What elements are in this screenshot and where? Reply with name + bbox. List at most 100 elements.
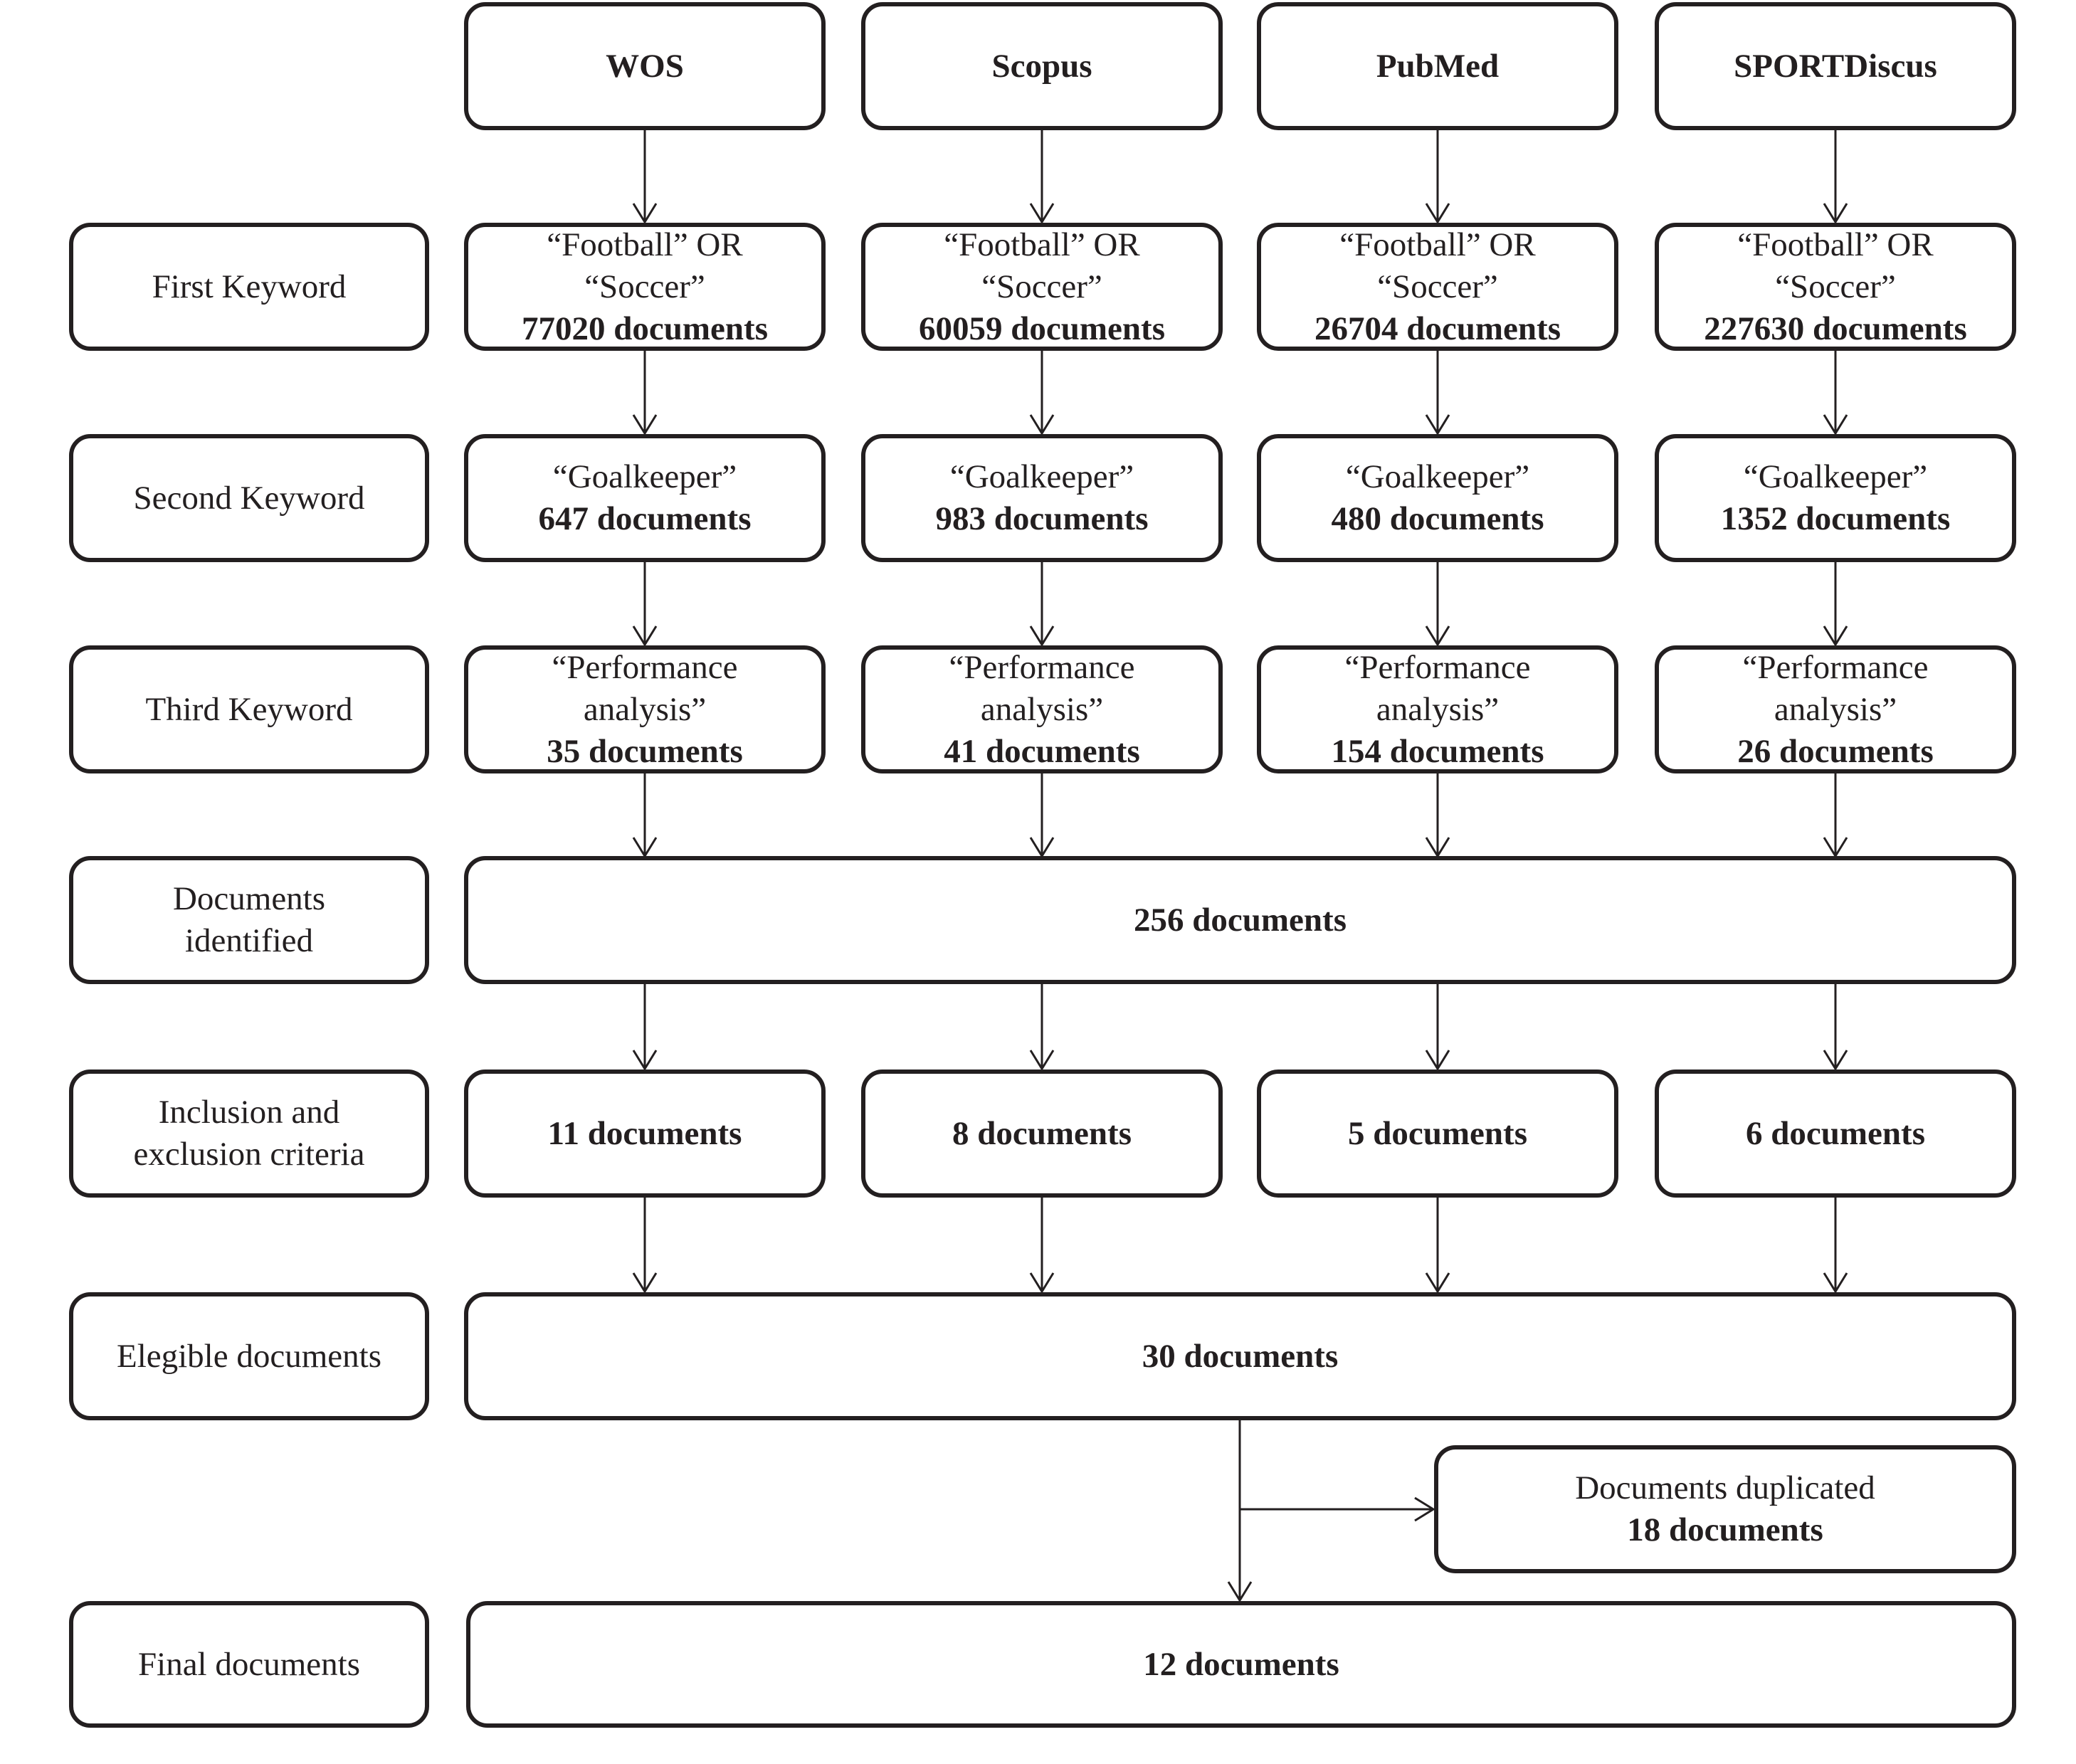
inclusion-scopus: 8 documents bbox=[861, 1070, 1223, 1198]
first-keyword-scopus: “Football” OR “Soccer” 60059 documents bbox=[861, 223, 1223, 351]
database-name: PubMed bbox=[1376, 47, 1500, 85]
arrow-head bbox=[1029, 1272, 1055, 1294]
arrow-head bbox=[1823, 1050, 1848, 1071]
stage-first-keyword: First Keyword bbox=[69, 223, 429, 351]
document-count: 8 documents bbox=[952, 1114, 1132, 1152]
arrow-head bbox=[1823, 203, 1848, 224]
arrow-head bbox=[1823, 414, 1848, 435]
arrow-head bbox=[1414, 1496, 1435, 1522]
arrow-head bbox=[1029, 414, 1055, 435]
second-keyword-pubmed: “Goalkeeper” 480 documents bbox=[1257, 434, 1618, 562]
query-line: “Performance bbox=[552, 648, 738, 686]
database-sportdiscus: SPORTDiscus bbox=[1655, 2, 2016, 130]
first-keyword-wos: “Football” OR “Soccer” 77020 documents bbox=[464, 223, 826, 351]
stage-third-keyword: Third Keyword bbox=[69, 645, 429, 773]
query-line: analysis” bbox=[1376, 690, 1500, 728]
elegible-total: 30 documents bbox=[1142, 1337, 1339, 1375]
stage-second-keyword: Second Keyword bbox=[69, 434, 429, 562]
query-line: “Goalkeeper” bbox=[949, 458, 1134, 495]
stage-label-line: identified bbox=[184, 922, 314, 959]
query-line: analysis” bbox=[980, 690, 1104, 728]
arrow-head bbox=[1425, 1272, 1450, 1294]
arrow-head bbox=[1425, 414, 1450, 435]
document-count: 60059 documents bbox=[919, 310, 1165, 347]
document-count: 480 documents bbox=[1331, 500, 1544, 537]
document-count: 6 documents bbox=[1746, 1114, 1925, 1152]
identified-total: 256 documents bbox=[1134, 901, 1347, 939]
query-line: “Goalkeeper” bbox=[1345, 458, 1530, 495]
query-line: “Football” OR bbox=[547, 226, 743, 263]
arrow-head bbox=[1823, 625, 1848, 647]
inclusion-pubmed: 5 documents bbox=[1257, 1070, 1618, 1198]
arrow-head bbox=[1029, 203, 1055, 224]
arrow-head bbox=[1425, 1050, 1450, 1071]
document-count: 26 documents bbox=[1737, 732, 1934, 770]
third-keyword-sportdiscus: “Performance analysis” 26 documents bbox=[1655, 645, 2016, 773]
second-keyword-sportdiscus: “Goalkeeper” 1352 documents bbox=[1655, 434, 2016, 562]
stage-label: Elegible documents bbox=[117, 1337, 381, 1375]
second-keyword-scopus: “Goalkeeper” 983 documents bbox=[861, 434, 1223, 562]
database-pubmed: PubMed bbox=[1257, 2, 1618, 130]
database-scopus: Scopus bbox=[861, 2, 1223, 130]
query-line: analysis” bbox=[1774, 690, 1897, 728]
query-line: “Football” OR bbox=[944, 226, 1140, 263]
query-line: “Performance bbox=[1742, 648, 1929, 686]
stage-label: First Keyword bbox=[152, 268, 347, 305]
query-line: analysis” bbox=[583, 690, 707, 728]
arrow-head bbox=[1425, 203, 1450, 224]
database-name: SPORTDiscus bbox=[1734, 47, 1937, 85]
document-count: 5 documents bbox=[1348, 1114, 1527, 1152]
arrow-head bbox=[1227, 1581, 1253, 1602]
database-name: WOS bbox=[606, 47, 684, 85]
arrow-head bbox=[1823, 1272, 1848, 1294]
third-keyword-wos: “Performance analysis” 35 documents bbox=[464, 645, 826, 773]
database-name: Scopus bbox=[991, 47, 1092, 85]
duplicated-label: Documents duplicated bbox=[1575, 1469, 1875, 1506]
arrow-head bbox=[632, 203, 658, 224]
arrow-head bbox=[632, 1050, 658, 1071]
stage-inclusion-exclusion: Inclusion and exclusion criteria bbox=[69, 1070, 429, 1198]
first-keyword-sportdiscus: “Football” OR “Soccer” 227630 documents bbox=[1655, 223, 2016, 351]
stage-final-documents: Final documents bbox=[69, 1601, 429, 1728]
second-keyword-wos: “Goalkeeper” 647 documents bbox=[464, 434, 826, 562]
stage-label: Second Keyword bbox=[133, 479, 365, 517]
document-count: 983 documents bbox=[935, 500, 1149, 537]
arrow-head bbox=[632, 1272, 658, 1294]
query-line: “Soccer” bbox=[981, 268, 1102, 305]
arrow-head bbox=[1029, 1050, 1055, 1071]
stage-label: Third Keyword bbox=[145, 690, 353, 728]
arrow-head bbox=[632, 414, 658, 435]
query-line: “Goalkeeper” bbox=[1743, 458, 1928, 495]
third-keyword-scopus: “Performance analysis” 41 documents bbox=[861, 645, 1223, 773]
final-total-box: 12 documents bbox=[466, 1601, 2016, 1728]
document-count: 647 documents bbox=[538, 500, 752, 537]
query-line: “Soccer” bbox=[1377, 268, 1498, 305]
document-count: 35 documents bbox=[547, 732, 743, 770]
document-count: 26704 documents bbox=[1314, 310, 1561, 347]
document-count: 77020 documents bbox=[522, 310, 768, 347]
query-line: “Goalkeeper” bbox=[552, 458, 737, 495]
query-line: “Performance bbox=[1344, 648, 1531, 686]
document-count: 41 documents bbox=[944, 732, 1140, 770]
inclusion-wos: 11 documents bbox=[464, 1070, 826, 1198]
document-count: 227630 documents bbox=[1704, 310, 1967, 347]
query-line: “Football” OR bbox=[1339, 226, 1536, 263]
document-count: 154 documents bbox=[1331, 732, 1544, 770]
elegible-total-box: 30 documents bbox=[464, 1292, 2016, 1420]
arrow-head bbox=[1425, 625, 1450, 647]
document-count: 11 documents bbox=[547, 1114, 742, 1152]
stage-elegible-documents: Elegible documents bbox=[69, 1292, 429, 1420]
stage-label-line: exclusion criteria bbox=[133, 1136, 365, 1173]
query-line: “Football” OR bbox=[1737, 226, 1934, 263]
arrow-head bbox=[632, 625, 658, 647]
stage-label-line: Documents bbox=[172, 880, 326, 917]
database-wos: WOS bbox=[464, 2, 826, 130]
inclusion-sportdiscus: 6 documents bbox=[1655, 1070, 2016, 1198]
query-line: “Soccer” bbox=[1775, 268, 1896, 305]
third-keyword-pubmed: “Performance analysis” 154 documents bbox=[1257, 645, 1618, 773]
duplicated-box: Documents duplicated 18 documents bbox=[1434, 1445, 2016, 1573]
document-count: 1352 documents bbox=[1720, 500, 1951, 537]
stage-label: Final documents bbox=[138, 1645, 360, 1683]
